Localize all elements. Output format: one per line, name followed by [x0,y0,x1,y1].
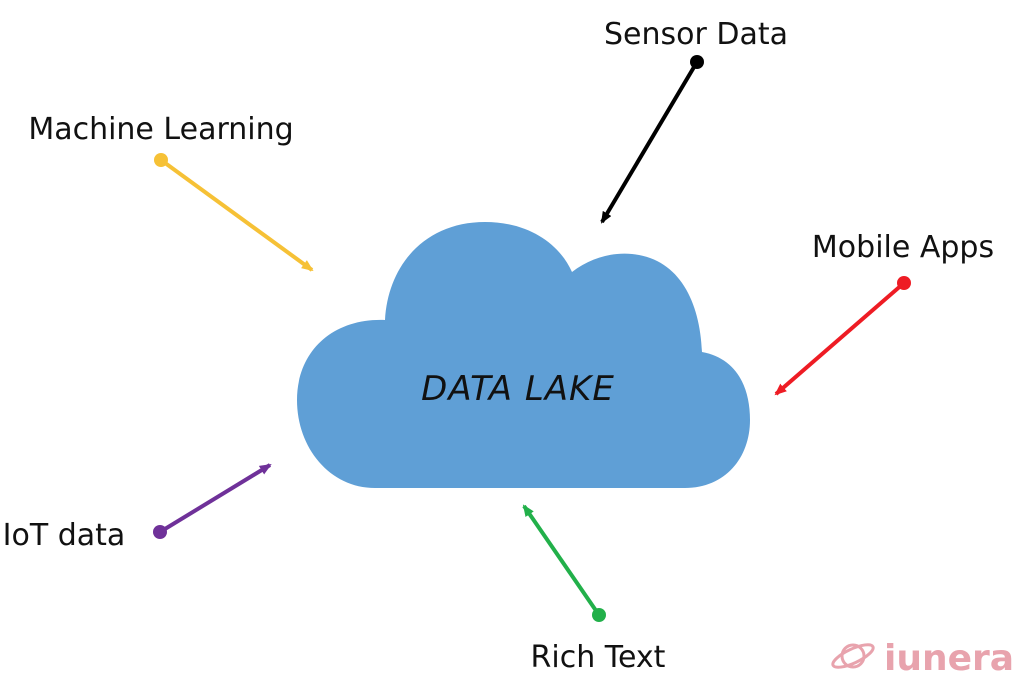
machine-learning-dot [154,153,168,167]
iot-data-label: IoT data [3,518,126,553]
sensor-data-label: Sensor Data [604,17,788,52]
mobile-apps-dot [897,276,911,290]
source-iot-data: IoT data [3,463,272,553]
source-mobile-apps: Mobile Apps [774,230,994,396]
machine-learning-arrow [159,158,314,272]
source-sensor-data: Sensor Data [600,17,788,224]
machine-learning-label: Machine Learning [28,112,293,147]
rich-text-dot [592,608,606,622]
rich-text-arrow [522,504,601,617]
mobile-apps-arrow [774,281,906,396]
iot-data-arrow [158,463,272,534]
data-lake-cloud: DATA LAKE [297,222,750,488]
sensor-data-arrow [600,60,699,224]
logo-text: iunera [884,638,1014,679]
cloud-shape [297,222,750,488]
planet-ring-icon [831,643,875,669]
source-machine-learning: Machine Learning [28,112,314,272]
sensor-data-dot [690,55,704,69]
cloud-label: DATA LAKE [421,369,615,409]
source-rich-text: Rich Text [522,504,666,675]
iunera-logo: iunera [831,638,1014,679]
rich-text-label: Rich Text [531,640,666,675]
mobile-apps-label: Mobile Apps [812,230,994,265]
iot-data-dot [153,525,167,539]
